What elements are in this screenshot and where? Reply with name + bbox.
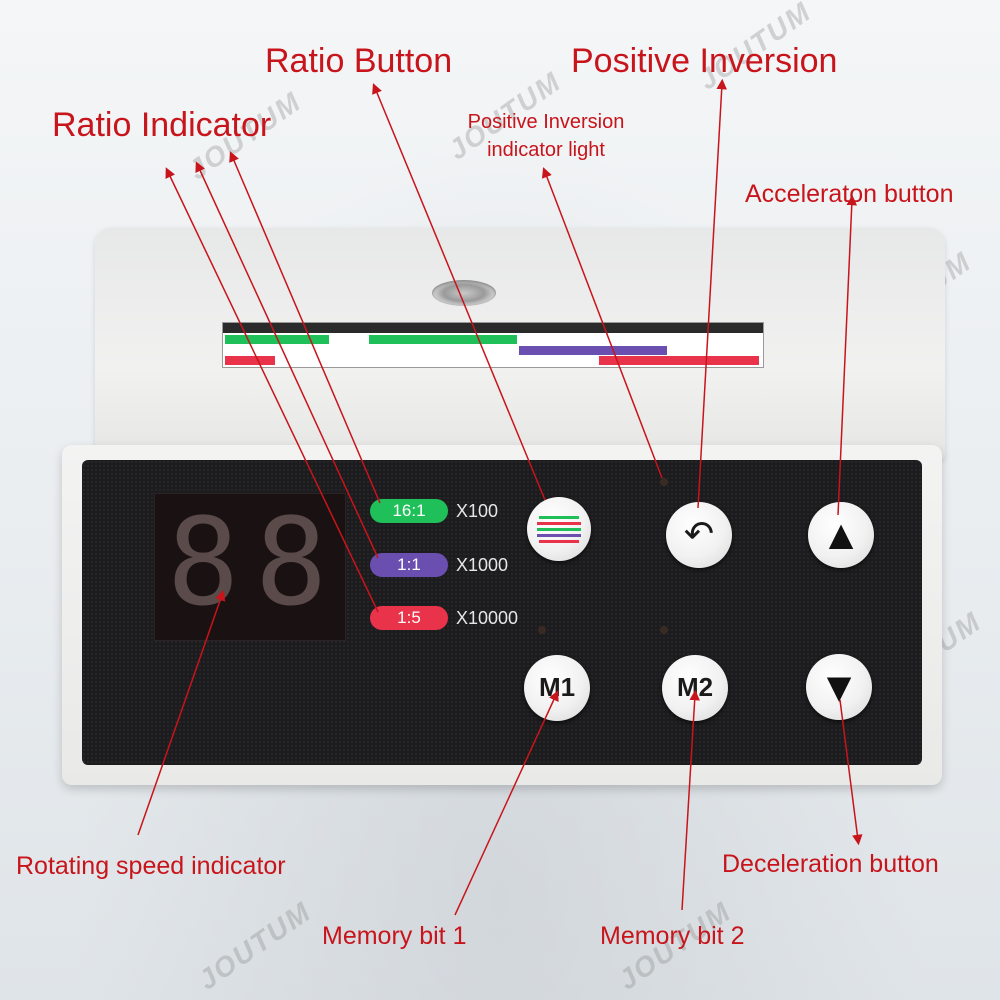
arrow-ratio-indicator-purple — [195, 161, 379, 559]
memory1-indicator-light — [538, 626, 546, 634]
callout-acceleration: Acceleraton button — [745, 180, 954, 208]
callout-rotating-speed: Rotating speed indicator — [16, 852, 286, 880]
display-digit: 8 — [167, 494, 240, 633]
arrow-ratio-button — [372, 83, 546, 501]
arrow-ratio-indicator-green — [229, 151, 381, 504]
callout-positive-inversion: Positive Inversion — [571, 42, 838, 80]
up-arrow-icon: ▲ — [828, 515, 854, 553]
display-digit: 8 — [255, 494, 328, 633]
callout-ratio-button: Ratio Button — [265, 42, 453, 80]
callout-deceleration: Deceleration button — [722, 850, 939, 878]
memory2-indicator-light — [660, 626, 668, 634]
rotating-speed-display: 8 8 — [154, 493, 346, 641]
acceleration-button[interactable]: ▲ — [808, 502, 874, 568]
ratio-indicator-1-5: 1:5 — [370, 606, 448, 630]
arrow-rotating-speed — [137, 590, 226, 836]
ratio-indicator-16-1: 16:1 — [370, 499, 448, 523]
callout-inversion-light-line2: indicator light — [487, 139, 605, 161]
callout-inversion-light: Positive Inversion indicator light — [448, 108, 644, 164]
deceleration-button[interactable]: ▼ — [806, 654, 872, 720]
sticker-header — [223, 323, 763, 333]
sticker-strip-green — [369, 335, 517, 344]
callout-memory2: Memory bit 2 — [600, 922, 745, 950]
callout-inversion-light-line1: Positive Inversion — [467, 111, 625, 133]
arrow-deceleration — [839, 699, 863, 846]
ratio-indicator-1-1: 1:1 — [370, 553, 448, 577]
inversion-indicator-light — [660, 478, 668, 486]
rotate-icon: ↶ — [683, 514, 715, 555]
callout-ratio-indicator: Ratio Indicator — [52, 106, 272, 144]
positive-inversion-button[interactable]: ↶ — [666, 502, 732, 568]
arrow-acceleration — [837, 194, 858, 516]
sticker-strip-purple — [519, 346, 667, 355]
callout-memory1: Memory bit 1 — [322, 922, 467, 950]
arrow-positive-inversion — [697, 78, 727, 509]
mounting-screw — [432, 280, 496, 306]
arrow-memory2 — [681, 689, 700, 911]
ratio-multiplier: X100 — [456, 501, 499, 521]
arrow-memory1 — [454, 690, 559, 916]
arrow-ratio-indicator-red — [165, 167, 379, 613]
memory-1-button[interactable]: M1 — [524, 655, 590, 721]
arrow-inversion-light — [541, 167, 663, 479]
ratio-stripes-icon — [537, 516, 581, 543]
ratio-multiplier: X1000 — [456, 555, 509, 575]
sticker-strip-red — [599, 356, 759, 365]
sticker-strip-red — [225, 356, 275, 365]
ratio-button[interactable] — [527, 497, 591, 561]
ratio-multiplier: X10000 — [456, 608, 519, 628]
down-arrow-icon: ▼ — [826, 668, 852, 706]
